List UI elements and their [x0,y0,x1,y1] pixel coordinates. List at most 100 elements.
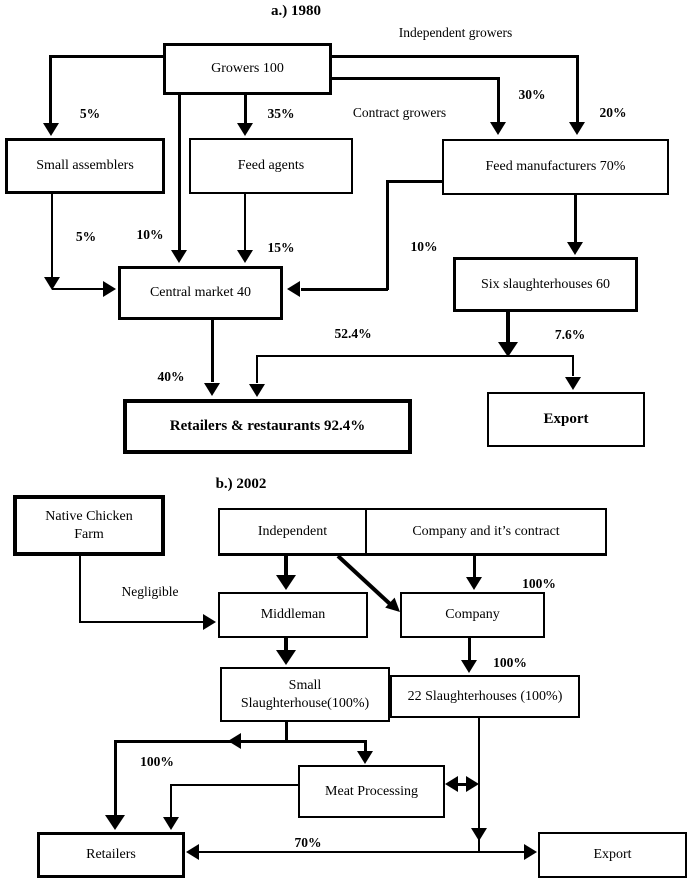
node-independent: Independent [218,508,367,556]
node-retailers-restaurants-label: Retailers & restaurants 92.4% [169,418,366,435]
arrowhead-meat-into-retailers [163,817,179,830]
arrowhead-independent-into-feed-manufacturers [569,122,585,135]
edge-meat-retailers-h [171,784,298,786]
arrowhead-doublearrow-left [445,776,458,792]
edge-independent-growers-v [576,55,579,122]
node-meat-processing-label: Meat Processing [325,783,418,799]
node-small-slaughterhouse-line2: Slaughterhouse(100%) [240,695,370,711]
edge-contract-growers-h [332,77,500,80]
edge-growers-centralmarket-v [178,95,181,250]
arrowhead-into-company-top [466,577,482,590]
label-independent-growers: Independent growers [398,25,513,40]
arrowhead-into-small-assemblers [43,123,59,136]
label-pct-10-left: 10% [136,227,164,242]
arrowhead-into-retailers-right [186,844,199,860]
arrowhead-into-six-slaughterhouses [567,242,583,255]
arrowhead-into-middleman-top [276,575,296,590]
label-pct-70: 70% [294,835,322,850]
edge-slaughterhouses-split-h [256,355,574,357]
edge-middleman-smallsl-v [284,638,288,655]
node-middleman-label: Middleman [260,607,326,623]
node-export-2002: Export [538,832,687,878]
arrowhead-into-export-2002 [524,844,537,860]
arrowhead-smallsl-leftward [228,733,241,749]
label-contract-growers: Contract growers [352,105,447,120]
arrowhead-into-central-market-right [287,281,300,297]
node-retailers: Retailers [37,832,185,878]
independent-to-company-diagonal-arrow [336,554,400,612]
arrowhead-growers-into-central-market [171,250,187,263]
node-retailers-label: Retailers [86,847,136,863]
edge-feedmanuf-centralmarket-h1 [388,180,442,183]
label-pct-52-4: 52.4% [334,326,372,341]
node-company-contract: Company and it’s contract [365,508,607,556]
arrowhead-22sl-down [471,828,487,841]
node-feed-agents-label: Feed agents [237,158,305,174]
edge-independent-growers-h [332,55,579,58]
label-pct-5-top: 5% [79,106,101,121]
node-middleman: Middleman [218,592,368,638]
node-feed-agents: Feed agents [189,138,353,194]
edge-meat-retailers-v [170,784,172,819]
label-pct-10-right: 10% [410,239,438,254]
node-central-market: Central market 40 [118,266,283,320]
edge-meat-22sl-doublearrow-h [450,783,474,786]
edge-retailers-export-h [196,851,527,853]
edge-smallassemblers-centralmarket-h [52,288,108,290]
arrowhead-slaughterhouses-down [498,342,518,357]
label-pct-100-slaughterhouses: 100% [493,655,527,670]
arrowhead-slaughterhouses-into-retailers [249,384,265,397]
node-retailers-restaurants: Retailers & restaurants 92.4% [123,399,412,454]
label-negligible: Negligible [121,584,179,599]
edge-slaughterhouses-export-v [572,355,574,376]
node-22-slaughterhouses-label: 22 Slaughterhouses (100%) [407,688,563,704]
edge-feedmanuf-centralmarket-h2 [301,288,388,291]
node-native-chicken-farm-line1: Native Chicken [45,509,133,524]
node-native-chicken-farm: Native Chicken Farm [13,495,165,556]
diagram-1980-title: a.) 1980 [271,3,321,19]
node-feed-manufacturers-label: Feed manufacturers 70% [485,159,626,175]
node-export-1980: Export [487,392,645,447]
label-pct-35: 35% [267,106,295,121]
edge-independent-middleman-v [284,556,288,580]
node-small-assemblers: Small assemblers [5,138,165,194]
node-meat-processing: Meat Processing [298,765,445,818]
arrowhead-contract-into-feed-manufacturers [490,122,506,135]
diagram-2002-title: b.) 2002 [215,476,267,492]
node-export-2002-label: Export [593,847,632,863]
edge-growers-smallassemblers-h [51,55,163,58]
arrowhead-into-central-market-left [103,281,116,297]
label-pct-100-company: 100% [522,576,556,591]
label-pct-15: 15% [267,240,295,255]
arrowhead-into-meat-processing [357,751,373,764]
arrowhead-100pct-into-retailers [105,815,125,830]
node-small-slaughterhouse: Small Slaughterhouse(100%) [220,667,390,722]
edge-smallsl-retailers-v [114,740,117,816]
node-export-1980-label: Export [543,411,589,428]
arrowhead-central-market-into-retailers [204,383,220,396]
edge-slaughterhouses-out-v [506,312,510,342]
arrowhead-into-22-slaughterhouses [461,660,477,673]
edge-smallassemblers-centralmarket-v [51,194,53,277]
edge-22sl-down-v [478,718,480,852]
edge-slaughterhouses-retailers-v [256,355,258,383]
label-pct-30: 30% [518,87,546,102]
node-company: Company [400,592,545,638]
label-pct-5-mid: 5% [75,229,97,244]
edge-centralmarket-retailers-v [211,320,214,382]
edge-company-22sl-v [468,638,471,662]
node-central-market-label: Central market 40 [149,285,252,301]
edge-growers-smallassemblers-v [49,55,52,123]
edge-feedmanuf-centralmarket-v [386,180,389,290]
arrowhead-into-export-1980 [565,377,581,390]
node-company-contract-label: Company and it’s contract [412,523,560,539]
node-independent-label: Independent [257,523,328,539]
edge-smallsl-meat-v [364,740,367,753]
node-six-slaughterhouses: Six slaughterhouses 60 [453,257,638,312]
node-small-slaughterhouse-line1: Small [288,678,322,693]
edge-contract-company-v [473,556,476,582]
node-growers: Growers 100 [163,43,332,95]
arrowhead-feed-agents-into-central-market [237,250,253,263]
edge-smallsl-out-v [285,722,288,741]
node-six-slaughterhouses-label: Six slaughterhouses 60 [480,276,611,292]
